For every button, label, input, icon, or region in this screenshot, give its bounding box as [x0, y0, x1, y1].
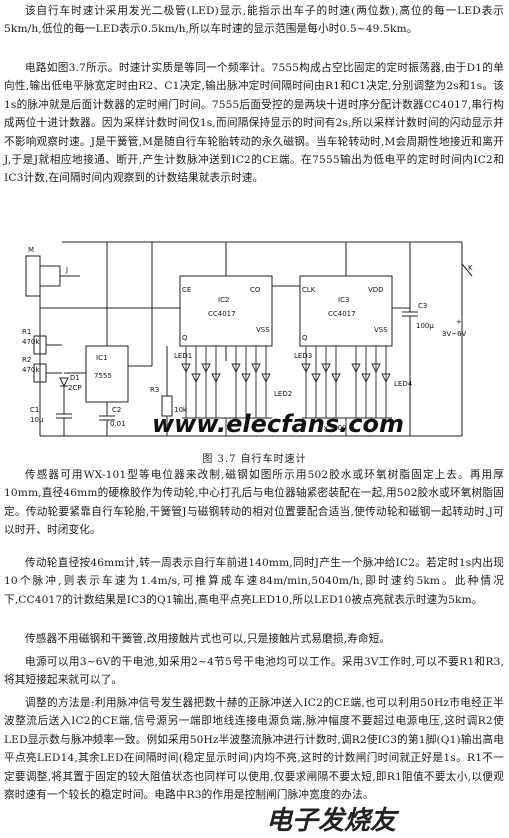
label-ic3: IC3: [338, 296, 349, 304]
label-ic3-clk: CLK: [302, 286, 316, 294]
paragraph-contact-alternative: 传感器不用磁钢和干簧管,改用接触片式也可以,只是接触片式易磨损,寿命短。: [25, 633, 391, 645]
label-r1-value: 470k: [22, 338, 40, 346]
paragraph-sensor: 传感器可用WX-101型等电位器来改制,磁钢如图所示用502胶水或环氧树脂固定上…: [4, 469, 504, 537]
paragraph-power: 电源可以用3~6V的干电池,如采用2~4节5号干电池均可以工作。采用3V工作时,…: [4, 656, 504, 687]
label-ic3-part: CC4017: [328, 310, 356, 318]
watermark-brand: 电子发烧友: [266, 806, 397, 836]
label-r2-value: 470k: [22, 366, 40, 374]
label-led4: LED4: [394, 380, 413, 388]
label-d1: D1: [70, 374, 80, 382]
label-d1-part: 2CP: [68, 384, 82, 392]
label-c1-value: 10μ: [30, 416, 44, 424]
label-c3: C3: [418, 302, 427, 310]
label-ic1: IC1: [96, 354, 107, 362]
label-c2: C2: [112, 406, 121, 414]
led-array-ic3: [301, 346, 392, 436]
label-ic2-co: CO: [250, 286, 261, 294]
label-r1: R1: [22, 328, 31, 336]
label-led2: LED2: [274, 390, 292, 398]
paragraph-adjustment: 调整的方法是:利用脉冲信号发生器把数十赫的正脉冲送入IC2的CE端,也可以利用5…: [4, 697, 504, 802]
label-ic1-part: 7555: [94, 372, 112, 380]
label-c1: C1: [30, 406, 39, 414]
label-r2: R2: [22, 356, 31, 364]
label-ic2: IC2: [218, 296, 229, 304]
watermark-site: www.elecfans.com: [152, 410, 404, 438]
label-c3-value: 100μ: [416, 322, 434, 330]
label-power: 3V~6V: [442, 330, 467, 338]
label-resistor-array: R×5000: [318, 424, 347, 432]
label-led3: LED3: [294, 352, 312, 360]
label-c2-value: 0.01: [110, 420, 126, 428]
label-ic3-vss: VSS: [374, 326, 388, 334]
label-ic3-q: Q: [302, 334, 308, 342]
circuit-diagram: J M K R1 470k R2 470k D1 2CP C1 10μ C2 0…: [22, 241, 473, 438]
label-j: J: [65, 266, 68, 274]
figure-caption: 图 3.7 自行车时速计: [202, 454, 307, 465]
paragraph-circuit-description: 电路如图3.7所示。时速计实质是等同一个频率计。7555构成占空比固定的定时振荡…: [4, 62, 504, 185]
paragraph-intro: 该自行车时速计采用发光二极管(LED)显示,能指示出车子的时速(两位数),高位的…: [4, 5, 504, 36]
label-led1: LED1: [174, 352, 192, 360]
label-r3-value: 10k: [174, 406, 188, 414]
label-ic2-ce: CE: [182, 286, 191, 294]
label-ic3-vdd: VDD: [368, 286, 384, 294]
label-m: M: [28, 246, 34, 254]
paragraph-calculation: 传动轮直径按46mm计,转一周表示自行车前进140mm,同时J产生一个脉冲给IC…: [4, 557, 504, 606]
label-ic2-vss: VSS: [256, 326, 270, 334]
label-ic2-q: Q: [182, 334, 188, 342]
led-array-ic2: [181, 346, 272, 436]
label-r3: R3: [150, 386, 159, 394]
label-ic2-part: CC4017: [208, 310, 236, 318]
label-k: K: [468, 264, 473, 272]
label-plus: +: [456, 318, 462, 326]
